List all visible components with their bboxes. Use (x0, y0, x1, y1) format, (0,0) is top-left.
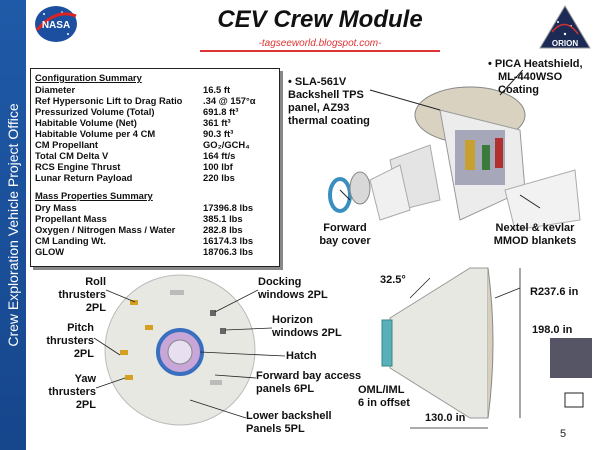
top-view-illustration (104, 274, 256, 426)
side-view-illustration (381, 267, 592, 429)
window-mark (210, 310, 216, 316)
label-pitch-thrusters: Pitch thrusters 2PL (46, 322, 94, 360)
thruster-mark (130, 300, 138, 305)
label-nextel-kevlar: Nextel & kevlar MMOD blankets (493, 222, 577, 247)
thruster-mark (145, 325, 153, 330)
label-hatch: Hatch (286, 350, 317, 362)
label-cone-angle: 32.5° (380, 274, 406, 286)
page-subtitle: -tagseeworld.blogspot.com- (258, 38, 382, 49)
mass-row: CM Landing Wt.16174.3 lbs (35, 235, 254, 246)
title-underline (200, 50, 440, 52)
forward-bay-cover (349, 171, 371, 205)
internal-part (495, 138, 503, 168)
nasa-logo-text: NASA (42, 20, 70, 31)
label-forward-bay-cover: Forward bay cover (319, 222, 371, 247)
leader-line (499, 70, 524, 96)
internal-part (465, 140, 475, 170)
panel-mark (210, 380, 222, 385)
exploded-view-illustration (328, 70, 581, 231)
dimension-line (494, 287, 521, 299)
label-yaw-thrusters: Yaw thrusters 2PL (48, 373, 96, 411)
label-oml-offset: OML/IML 6 in offset (358, 384, 410, 409)
sidebar-title: Crew Exploration Vehicle Project Office (5, 103, 21, 347)
cone-layer (369, 164, 411, 221)
docking-adapter (381, 319, 393, 367)
label-docking-windows: Docking windows 2PL (258, 276, 328, 301)
label-sla-backshell: • SLA-561V Backshell TPS panel, AZ93 the… (288, 76, 370, 127)
label-diameter: 198.0 in (532, 324, 573, 336)
leader-line (339, 189, 351, 201)
dimension-line (409, 277, 431, 299)
label-radius: R237.6 in (530, 286, 579, 298)
panel-mark (170, 290, 184, 295)
hatch-center (167, 339, 193, 365)
window-mark (220, 328, 226, 334)
crew-inset-image (550, 338, 592, 378)
mass-summary-heading: Mass Properties Summary (35, 190, 153, 201)
page-title: CEV Crew Module (217, 6, 423, 33)
leader-line (369, 89, 441, 111)
forward-bay-ring (328, 177, 352, 213)
mmod-blanket (504, 169, 581, 231)
scale-icon (564, 392, 584, 408)
nasa-logo: NASA (35, 6, 77, 42)
orion-logo-text: ORION (552, 39, 578, 48)
label-forward-bay-access: Forward bay access panels 6PL (256, 370, 362, 395)
thruster-mark (125, 375, 133, 380)
leader-line (519, 194, 541, 209)
orion-logo: ORION (539, 5, 591, 49)
label-roll-thrusters: Roll thrusters 2PL (58, 276, 106, 314)
thruster-mark (120, 350, 128, 355)
sidebar-banner: Crew Exploration Vehicle Project Office (0, 0, 26, 450)
config-row: Habitable Volume (Net)361 ft³ (35, 117, 231, 128)
config-summary-heading: Configuration Summary (35, 72, 142, 83)
label-pica-heatshield: • PICA Heatshield, ML-440WSO Coating (488, 58, 583, 96)
heatshield-side (487, 267, 494, 419)
label-length: 130.0 in (425, 412, 466, 424)
config-row: Ref Hypersonic Lift to Drag Ratio.34 @ 1… (35, 95, 256, 106)
label-lower-backshell: Lower backshell Panels 5PL (246, 410, 332, 435)
internal-part (482, 145, 490, 170)
label-horizon-windows: Horizon windows 2PL (272, 314, 342, 339)
config-row: Pressurized Volume (Total)691.8 ft³ (35, 106, 239, 117)
page-number: 5 (560, 428, 567, 440)
